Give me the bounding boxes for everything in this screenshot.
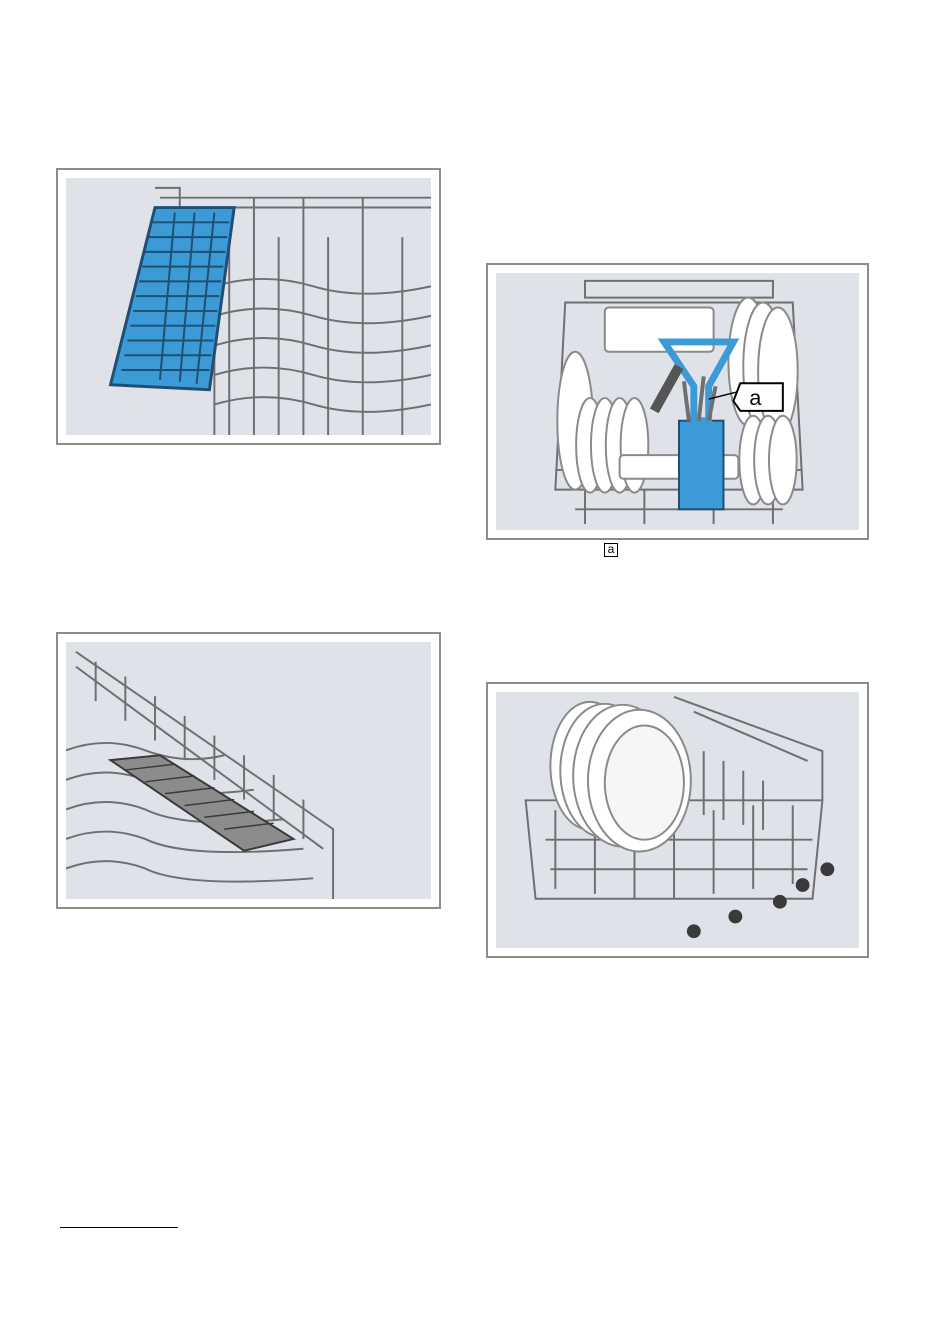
- inline-callout-a: a: [604, 543, 618, 557]
- footnote-separator: [60, 1227, 178, 1228]
- plates: [550, 702, 690, 852]
- folding-rack-illustration: [66, 642, 431, 899]
- figure-folding-rack: [56, 632, 441, 909]
- callout-a-marker: a: [709, 383, 783, 411]
- cutlery-holder: [654, 342, 733, 509]
- lower-basket-plates-illustration: [496, 692, 859, 948]
- cutlery-drawer-illustration: [66, 178, 431, 435]
- figure-cutlery-drawer: [56, 168, 441, 445]
- figure-lower-basket: [486, 682, 869, 958]
- figure-upper-basket: a: [486, 263, 869, 540]
- blue-cutlery-tray: [111, 208, 235, 390]
- upper-basket-cutlery-holder-illustration: a: [496, 273, 859, 530]
- callout-a-label: a: [749, 385, 762, 410]
